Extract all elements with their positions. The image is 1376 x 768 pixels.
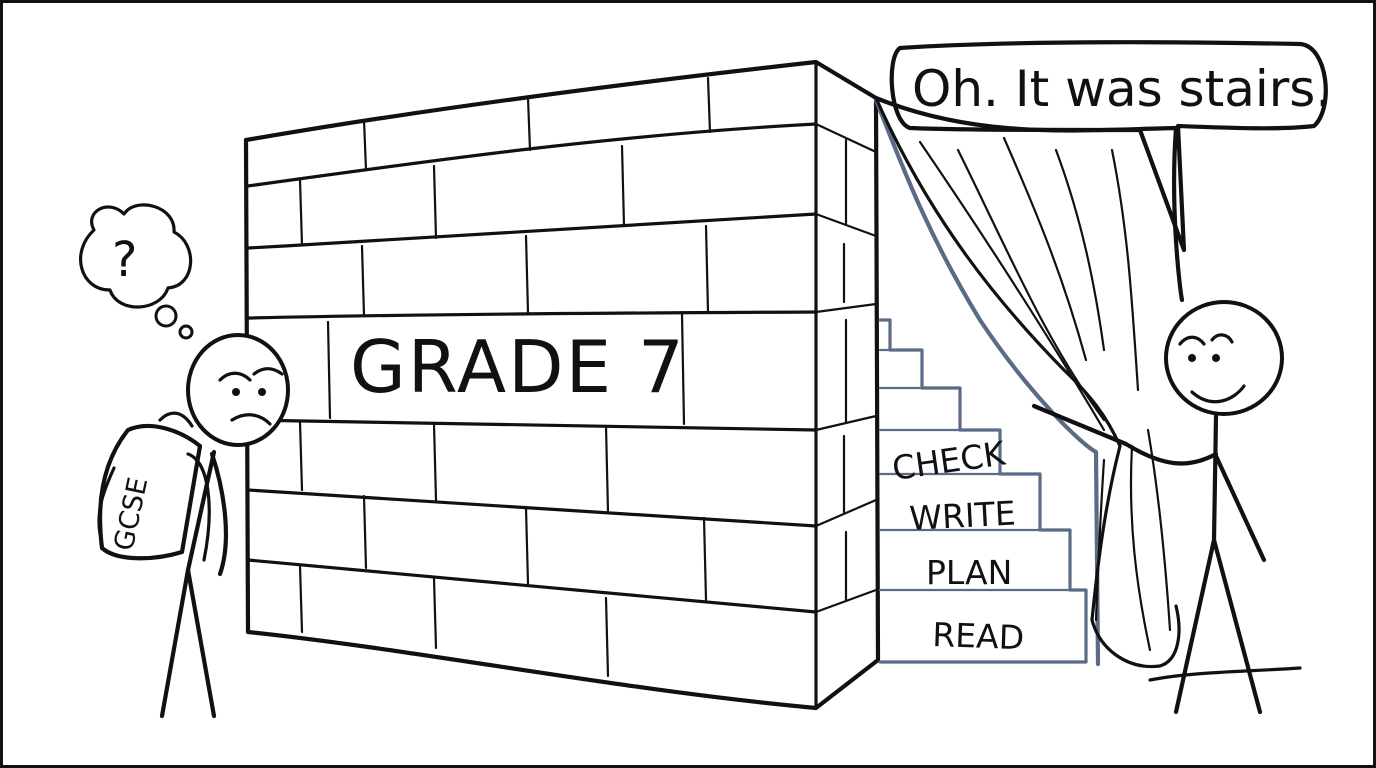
wall-sign-text: GRADE 7 — [350, 325, 686, 409]
student-figure: GCSE — [97, 333, 290, 719]
speech-bubble: Oh. It was stairs. — [889, 40, 1331, 253]
stair-step-labels: CHECK WRITE PLAN READ — [890, 433, 1025, 657]
guide-head — [1164, 300, 1284, 416]
curtain — [873, 95, 1185, 669]
wall-side-joints — [842, 138, 848, 602]
speech-bubble-text: Oh. It was stairs. — [912, 60, 1331, 118]
stair-step-write: WRITE — [908, 493, 1016, 538]
wall-brick-lines — [246, 122, 878, 614]
guide-figure — [1031, 300, 1302, 715]
stair-doorway — [873, 97, 1101, 667]
stair-step-plan: PLAN — [926, 553, 1012, 592]
thought-bubble-dot-large — [154, 304, 178, 328]
wall-vertical-joints — [298, 76, 712, 678]
stair-step-read: READ — [932, 615, 1025, 657]
grade-wall: GRADE 7 — [243, 59, 881, 711]
thought-bubble: ? — [79, 203, 194, 340]
thought-bubble-symbol: ? — [112, 232, 137, 288]
thought-bubble-dot-small — [178, 324, 194, 340]
